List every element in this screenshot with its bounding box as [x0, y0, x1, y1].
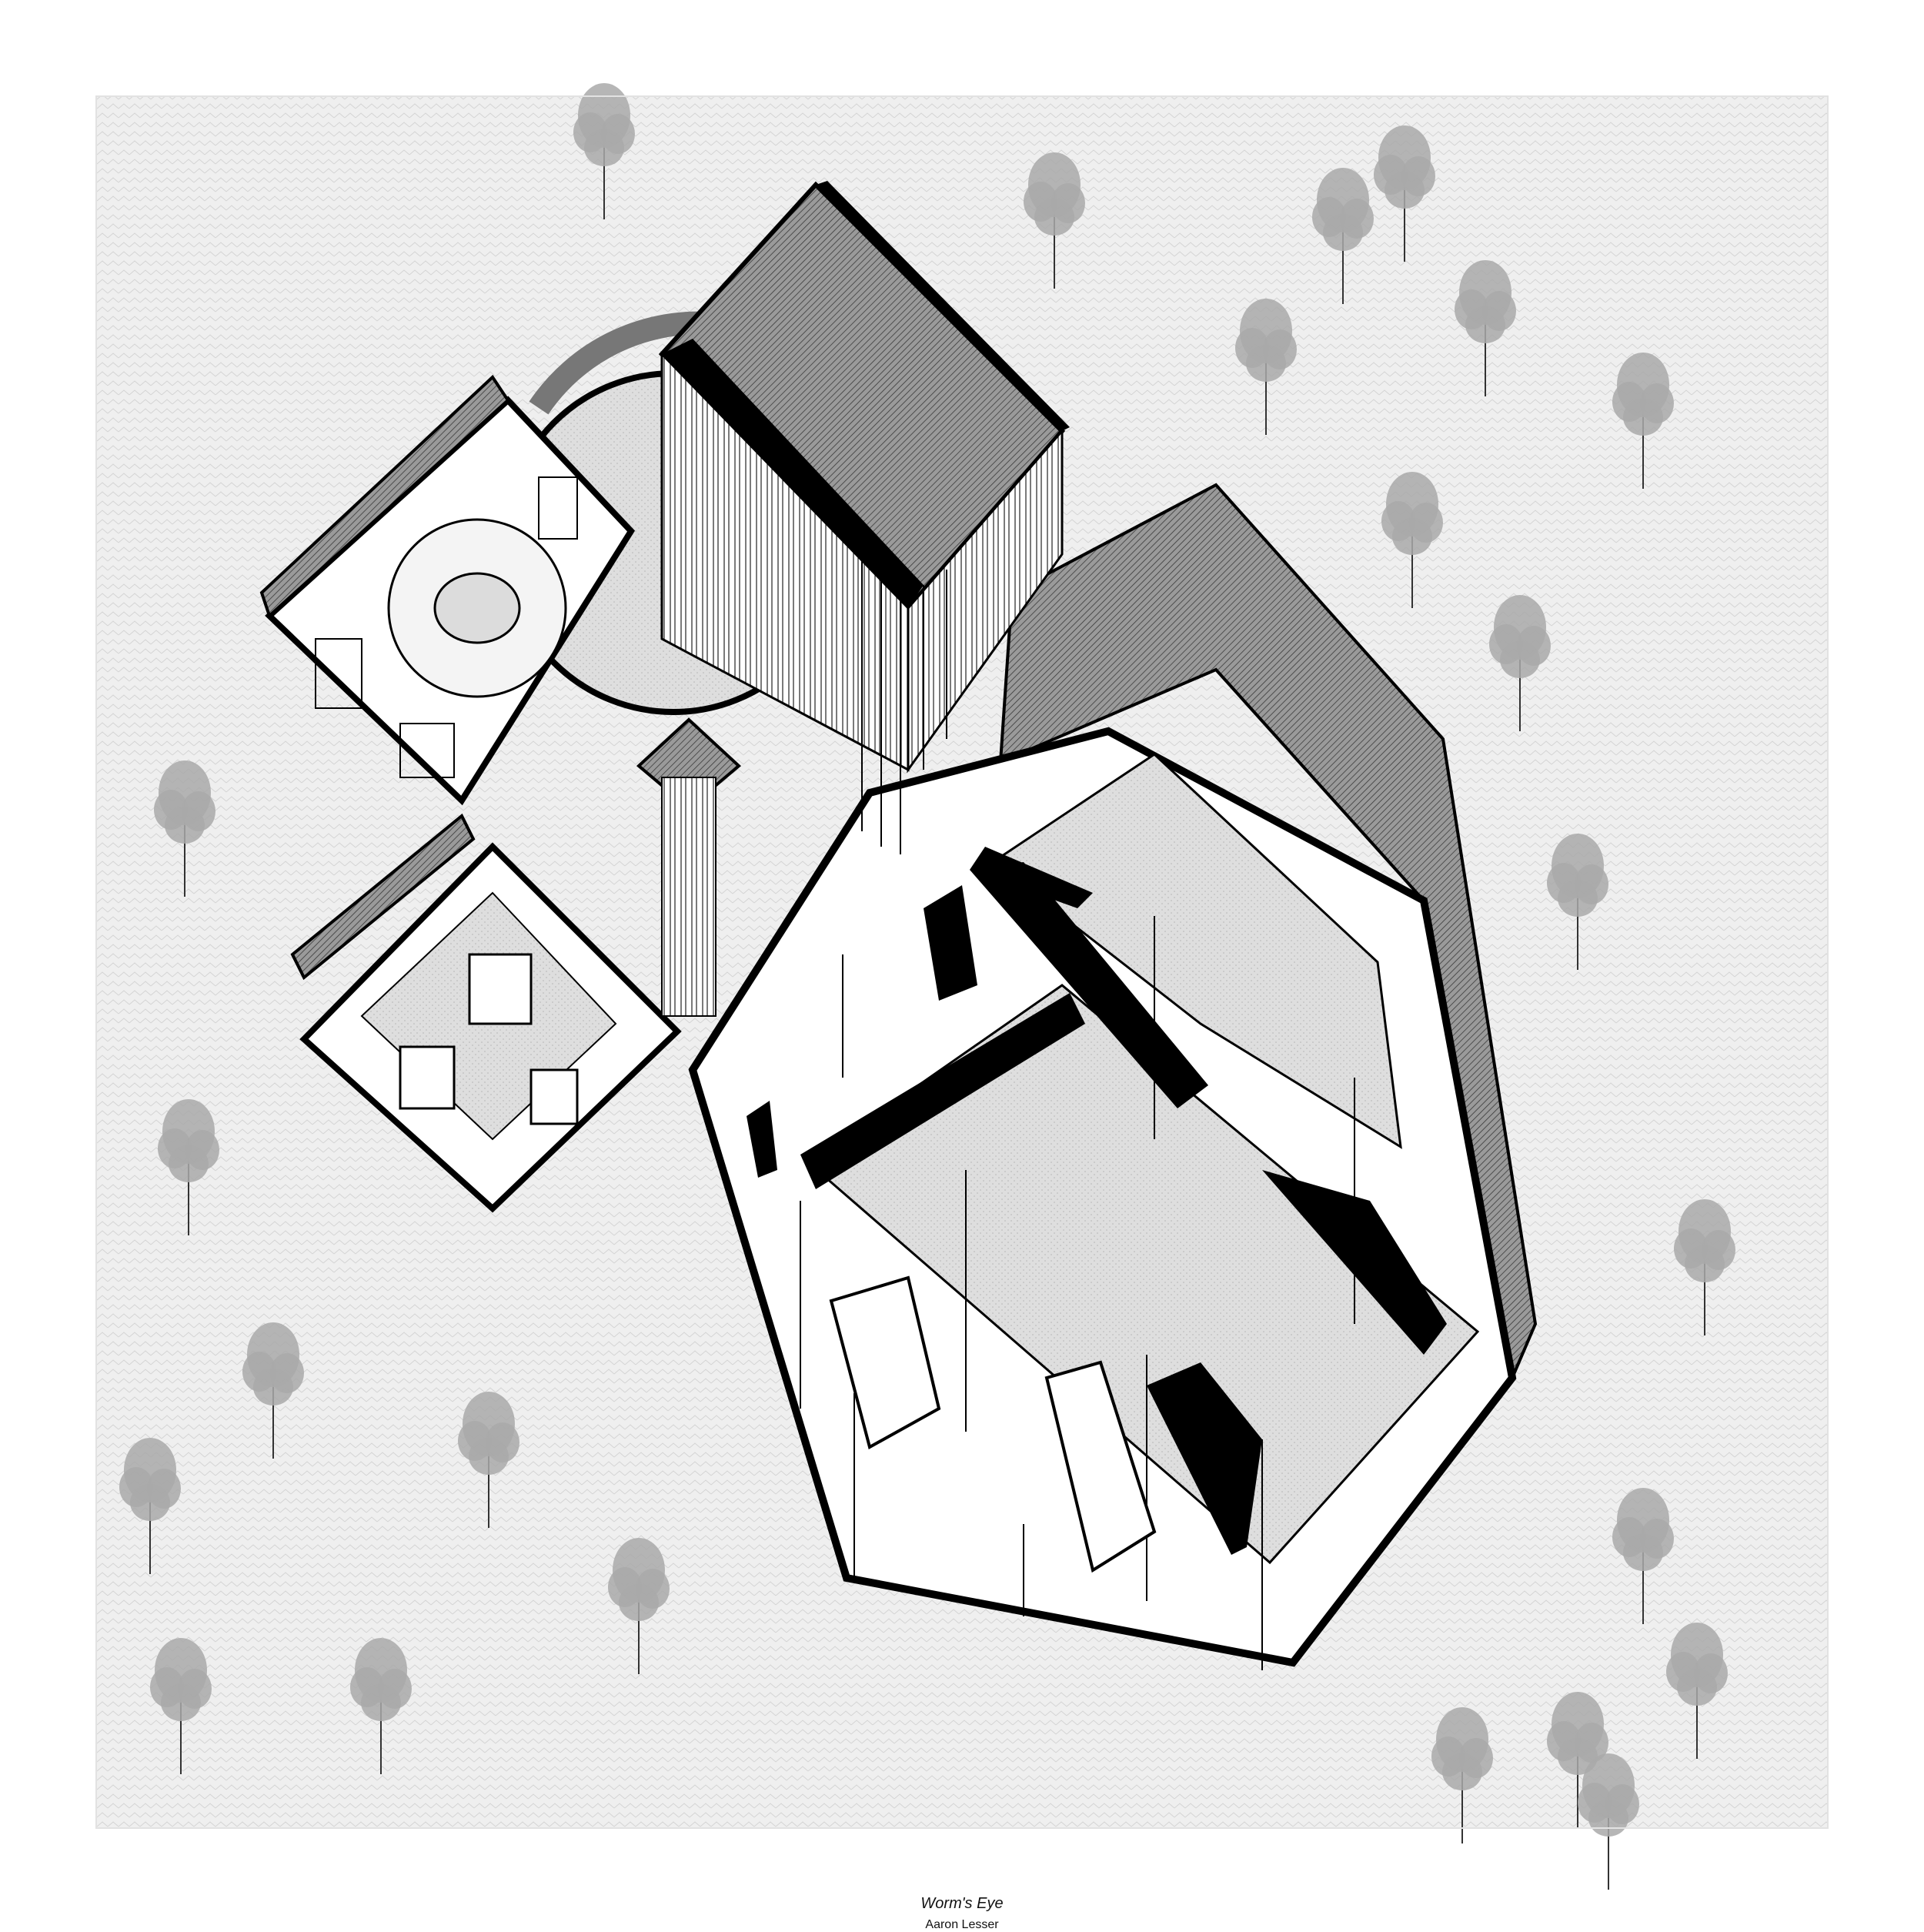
main-pavilion: [688, 483, 1538, 1670]
drawing-title: Worm's Eye: [920, 1895, 1004, 1912]
tree-icon: [1674, 1199, 1735, 1335]
tree-icon: [1489, 595, 1551, 731]
tree-icon: [119, 1438, 181, 1574]
tree-icon: [1374, 125, 1435, 262]
tree-icon: [158, 1099, 219, 1235]
tree-icon: [350, 1638, 412, 1774]
tree-icon: [458, 1392, 519, 1528]
main-wall-poche: [970, 862, 1208, 1108]
tree-icon: [1235, 299, 1297, 435]
tree-icon: [1578, 1753, 1639, 1890]
main-lower-chamber: [1044, 1360, 1157, 1573]
lower-wing-roof-band: [290, 813, 476, 981]
tree-icon: [1381, 472, 1443, 608]
tree-icon: [1431, 1707, 1493, 1843]
tall-block-poche: [662, 339, 924, 608]
main-pavilion-upper-court: [990, 753, 1402, 1149]
main-lower-chamber: [829, 1275, 941, 1449]
tree-icon: [1612, 353, 1674, 489]
courtyard-wing-scalloped-edge: [259, 374, 510, 619]
tree-icon: [1024, 152, 1085, 289]
tree-icon: [608, 1538, 670, 1674]
tree-icon: [1547, 834, 1608, 970]
tree-icon: [1612, 1488, 1674, 1624]
trees: [119, 83, 1735, 1890]
column-hall-inner: [433, 572, 521, 644]
tree-icon: [1547, 1692, 1608, 1828]
column-strands: [861, 539, 947, 854]
small-tower-shaft: [661, 777, 716, 1017]
tree-icon: [1666, 1623, 1728, 1759]
tree-icon: [154, 760, 215, 897]
main-wall-poche: [1147, 1362, 1262, 1555]
tree-icon: [242, 1322, 304, 1459]
tree-icon: [150, 1638, 212, 1774]
main-wall-poche: [800, 993, 1085, 1189]
main-wall-poche: [970, 847, 1093, 908]
tree-icon: [573, 83, 635, 219]
tree-icon: [1455, 260, 1516, 396]
small-square-tower: [636, 717, 742, 1017]
square-courtyard-wing: [259, 374, 636, 806]
main-wall-poche: [924, 885, 977, 1001]
tree-icon: [1312, 168, 1374, 304]
drawing-author: Aaron Lesser: [925, 1918, 999, 1931]
main-wall-poche: [747, 1101, 777, 1178]
tall-block-poche: [816, 181, 1070, 431]
lower-square-wing: [290, 813, 682, 1213]
site-frame: [95, 95, 1829, 1829]
